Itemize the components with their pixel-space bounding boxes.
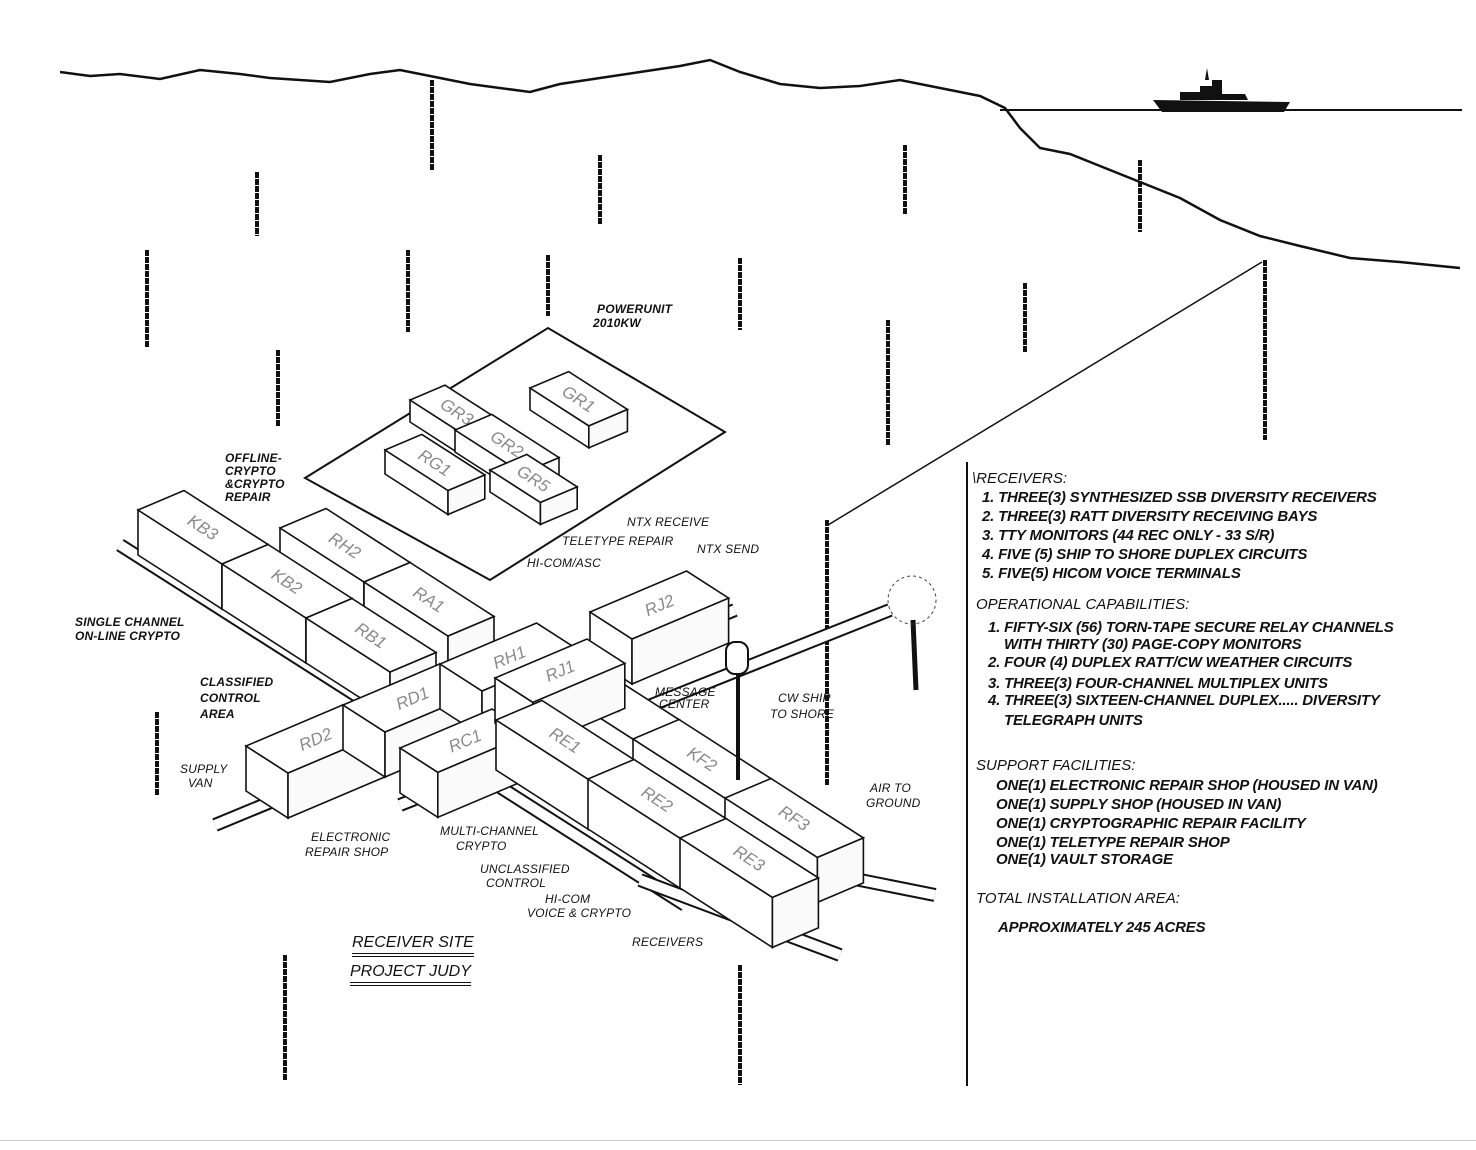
area-value: APPROXIMATELY 245 ACRES xyxy=(998,919,1206,936)
receivers-item: 4. FIVE (5) SHIP TO SHORE DUPLEX CIRCUIT… xyxy=(982,546,1308,563)
receivers-item: 1. THREE(3) SYNTHESIZED SSB DIVERSITY RE… xyxy=(982,489,1377,506)
ntx-receive-label: NTX RECEIVE xyxy=(627,515,710,529)
building-module: RG1 xyxy=(383,433,487,516)
support-item: ONE(1) TELETYPE REPAIR SHOP xyxy=(996,834,1230,851)
support-item: ONE(1) VAULT STORAGE xyxy=(996,851,1173,868)
building-module: GR5 xyxy=(488,453,579,526)
receivers-label: RECEIVERS xyxy=(632,935,704,949)
receivers-item: 2. THREE(3) RATT DIVERSITY RECEIVING BAY… xyxy=(982,508,1318,525)
operational-item: 2. FOUR (4) DUPLEX RATT/CW WEATHER CIRCU… xyxy=(988,654,1353,671)
receivers-heading: \RECEIVERS: xyxy=(972,470,1068,487)
mountain-ridge xyxy=(59,58,1461,270)
building-module: GR1 xyxy=(528,370,630,450)
ship-silhouette xyxy=(1153,68,1290,112)
receivers-item: 3. TTY MONITORS (44 REC ONLY - 33 S/R) xyxy=(982,527,1275,544)
antenna-wire xyxy=(827,261,1263,526)
cw-sign xyxy=(725,641,749,780)
ntx-send-label: NTX SEND xyxy=(697,542,760,556)
building-module: RE3 xyxy=(678,817,821,949)
notes-panel: \RECEIVERS: 1. THREE(3) SYNTHESIZED SSB … xyxy=(966,462,1468,1086)
teletype-repair-label: TELETYPE REPAIR xyxy=(562,534,674,548)
operational-item: TELEGRAPH UNITS xyxy=(1004,712,1143,729)
support-item: ONE(1) CRYPTOGRAPHIC REPAIR FACILITY xyxy=(996,815,1306,832)
project-title: PROJECT JUDY xyxy=(350,963,471,986)
support-item: ONE(1) SUPPLY SHOP (HOUSED IN VAN) xyxy=(996,796,1282,813)
tree xyxy=(887,575,937,691)
support-heading: SUPPORT FACILITIES: xyxy=(976,757,1136,774)
site-title: RECEIVER SITE xyxy=(352,934,474,957)
receivers-item: 5. FIVE(5) HICOM VOICE TERMINALS xyxy=(982,565,1241,582)
building-module: RJ2 xyxy=(588,570,731,686)
operational-heading: OPERATIONAL CAPABILITIES: xyxy=(976,596,1190,613)
operational-item: WITH THIRTY (30) PAGE-COPY MONITORS xyxy=(1004,636,1302,653)
antenna-poles xyxy=(145,80,1267,1085)
support-item: ONE(1) ELECTRONIC REPAIR SHOP (HOUSED IN… xyxy=(996,777,1378,794)
area-heading: TOTAL INSTALLATION AREA: xyxy=(976,890,1180,907)
operational-item: 3. THREE(3) FOUR-CHANNEL MULTIPLEX UNITS xyxy=(988,675,1328,692)
hicom-asc-label: HI-COM/ASC xyxy=(527,556,601,570)
page-edge xyxy=(0,1140,1476,1141)
operational-item: 4. THREE(3) SIXTEEN-CHANNEL DUPLEX..... … xyxy=(988,692,1380,709)
operational-item: 1. FIFTY-SIX (56) TORN-TAPE SECURE RELAY… xyxy=(988,619,1394,636)
